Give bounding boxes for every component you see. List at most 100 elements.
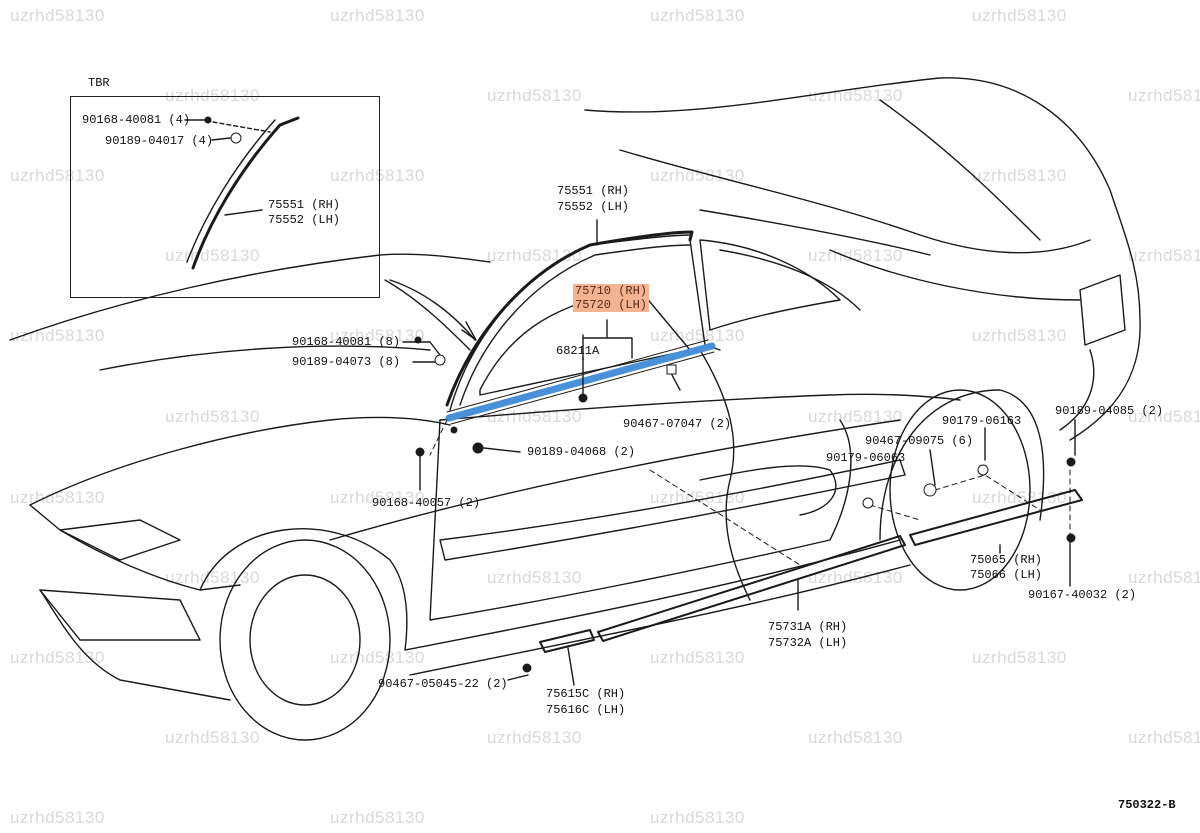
inset-weatherstrip-inner xyxy=(186,119,276,263)
part-label: 75615C (RH) xyxy=(546,687,626,701)
dash-3 xyxy=(869,504,921,521)
watermark: uzrhd58130 xyxy=(330,648,425,667)
part-label: 90189-04068 (2) xyxy=(527,445,636,459)
door-molding xyxy=(439,459,906,561)
inset-label: 90168-40081 (4) xyxy=(82,113,191,127)
part-label: 90189-04073 (8) xyxy=(292,355,401,369)
watermark: uzrhd58130 xyxy=(10,488,105,507)
watermark: uzrhd58130 xyxy=(1128,246,1200,265)
part-label: 75732A (LH) xyxy=(768,636,848,650)
part-label: 75616C (LH) xyxy=(546,703,626,717)
part-label: 75066 (LH) xyxy=(970,568,1043,582)
watermark: uzrhd58130 xyxy=(808,407,903,426)
watermark: uzrhd58130 xyxy=(1128,86,1200,105)
watermark: uzrhd58130 xyxy=(165,407,260,426)
watermark: uzrhd58130 xyxy=(330,6,425,25)
watermark: uzrhd58130 xyxy=(650,6,745,25)
door-handle-recess xyxy=(699,465,837,516)
watermark: uzrhd58130 xyxy=(650,648,745,667)
inset-label: 75552 (LH) xyxy=(268,213,341,227)
watermark: uzrhd58130 xyxy=(10,808,105,827)
screw-icon xyxy=(522,663,532,673)
windshield xyxy=(384,279,471,351)
clip-icon xyxy=(204,116,212,124)
door-outline xyxy=(429,419,852,621)
watermark: uzrhd58130 xyxy=(808,86,903,105)
front-wheel-rim xyxy=(249,574,361,706)
rear-panel xyxy=(1059,349,1095,431)
rear-quarter-line xyxy=(829,249,1081,301)
dash-1 xyxy=(429,419,448,456)
watermark: uzrhd58130 xyxy=(972,166,1067,185)
roof-inner-line xyxy=(699,209,931,256)
part-label: 75552 (LH) xyxy=(557,200,630,214)
outer-weatherstrip xyxy=(445,230,694,407)
tbr-inset-box xyxy=(70,96,380,298)
watermark: uzrhd58130 xyxy=(1128,568,1200,587)
inner-quarter xyxy=(719,249,861,311)
front-lower xyxy=(39,589,231,701)
watermark: uzrhd58130 xyxy=(972,6,1067,25)
part-label: 75065 (RH) xyxy=(970,553,1043,567)
inset-leader-2 xyxy=(211,137,231,141)
rear-wheel xyxy=(889,389,1031,591)
dash-2 xyxy=(649,469,801,566)
inset-leader-3 xyxy=(224,209,263,216)
watermark: uzrhd58130 xyxy=(165,246,260,265)
screw-icon xyxy=(1066,533,1076,543)
watermark: uzrhd58130 xyxy=(330,166,425,185)
leader-90467-09075 xyxy=(929,449,936,486)
clip-icon xyxy=(977,464,989,476)
leader-bracket xyxy=(582,319,633,361)
screw-icon xyxy=(1066,457,1076,467)
leader-90189-04068 xyxy=(483,447,521,453)
part-label: 90467-05045-22 (2) xyxy=(378,677,508,691)
clip-icon xyxy=(862,497,874,509)
b-pillar xyxy=(689,239,721,351)
headlight xyxy=(59,519,181,561)
body-side-top xyxy=(439,393,961,421)
watermark: uzrhd58130 xyxy=(10,648,105,667)
hood-edge xyxy=(29,416,451,506)
clip-icon xyxy=(450,426,458,434)
watermark: uzrhd58130 xyxy=(650,808,745,827)
a-pillar-inner xyxy=(459,244,691,406)
rear-side-molding-75065 xyxy=(909,489,1083,546)
watermark: uzrhd58130 xyxy=(487,568,582,587)
inset-weatherstrip xyxy=(191,116,300,270)
watermark: uzrhd58130 xyxy=(487,407,582,426)
leader-75615c xyxy=(567,647,575,686)
clip-icon xyxy=(578,393,588,403)
rear-window-line xyxy=(619,149,1091,254)
inset-title: TBR xyxy=(88,76,110,90)
watermark: uzrhd58130 xyxy=(650,488,745,507)
figure-code: 750322-B xyxy=(1118,798,1176,812)
hood-crease xyxy=(99,345,431,371)
clip-icon xyxy=(923,483,937,497)
clip-icon xyxy=(666,364,677,375)
part-label: 90168-40057 (2) xyxy=(372,496,481,510)
part-label-highlighted: 75720 (LH) xyxy=(573,298,650,312)
watermark: uzrhd58130 xyxy=(330,808,425,827)
watermark: uzrhd58130 xyxy=(165,86,260,105)
leader-90467-05045 xyxy=(507,674,529,681)
part-label: 75731A (RH) xyxy=(768,620,848,634)
front-fender-arch xyxy=(199,528,408,651)
front-fascia xyxy=(39,589,201,641)
part-label: 90167-40032 (2) xyxy=(1028,588,1137,602)
watermark: uzrhd58130 xyxy=(972,648,1067,667)
watermark: uzrhd58130 xyxy=(808,728,903,747)
inset-label: 75551 (RH) xyxy=(268,198,341,212)
clip-icon xyxy=(230,132,242,144)
part-label: 75551 (RH) xyxy=(557,184,630,198)
front-mudguard-75615c xyxy=(539,629,595,653)
part-label: 90467-07047 (2) xyxy=(623,417,732,431)
watermark: uzrhd58130 xyxy=(330,326,425,345)
watermark: uzrhd58130 xyxy=(10,166,105,185)
watermark: uzrhd58130 xyxy=(487,86,582,105)
watermark: uzrhd58130 xyxy=(487,728,582,747)
part-label-highlighted: 75710 (RH) xyxy=(573,284,650,298)
inset-label: 90189-04017 (4) xyxy=(105,134,214,148)
watermark: uzrhd58130 xyxy=(10,326,105,345)
